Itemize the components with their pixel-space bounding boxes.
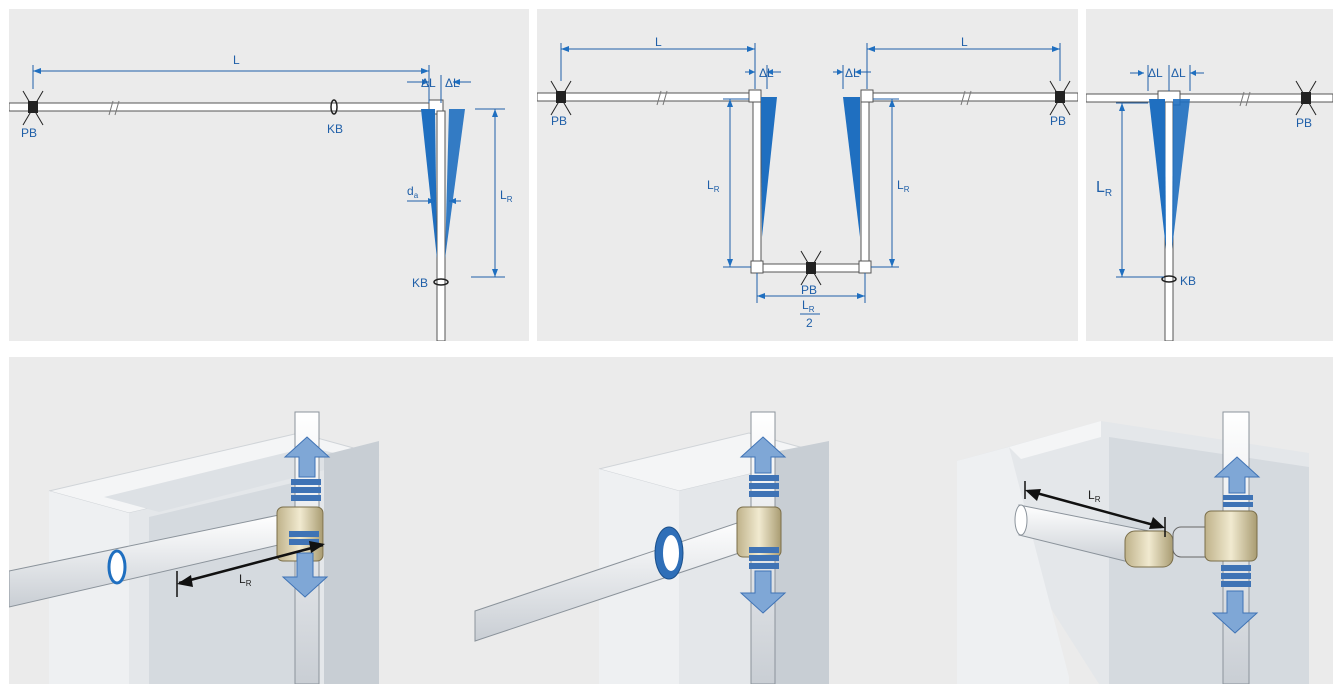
tee-diagram-svg: PB KB ΔL ΔL LR	[1086, 65, 1333, 341]
pb-label-right: PB	[1050, 114, 1066, 128]
fixed-point-pb	[1295, 80, 1317, 116]
expansion-wedge-left	[1149, 99, 1166, 249]
fixed-point-pb-left	[550, 80, 572, 116]
left-horizontal-pipe	[537, 92, 758, 102]
vertical-pipe	[436, 110, 446, 341]
pb-label: PB	[21, 126, 37, 140]
lr-arrow	[1028, 489, 1162, 529]
illustration-panel: LR	[9, 357, 1333, 684]
illustration-wall-penetration: LR	[9, 411, 380, 684]
pb-label-bottom: PB	[801, 283, 817, 297]
movement-arrow-down	[739, 547, 787, 614]
diagram-panel-tee: PB KB ΔL ΔL LR	[1086, 9, 1333, 341]
lr-half-label: LR	[802, 298, 815, 314]
lr-label: LR	[500, 188, 513, 204]
delta-l-left-label: ΔL	[421, 76, 436, 90]
horizontal-pipe	[1086, 93, 1333, 103]
slide-bracket-kb	[330, 99, 338, 115]
diagram-panel-corner: PB KB KB L ΔL ΔL LR da	[9, 9, 529, 341]
right-horizontal-pipe	[864, 92, 1078, 102]
u-bend-diagram-svg: PB PB PB L L ΔL ΔL LR LR LR 2	[537, 35, 1078, 330]
lr-label-right: LR	[897, 178, 910, 194]
pb-label: PB	[1296, 116, 1312, 130]
movement-arrow-up	[283, 436, 331, 501]
l-label-left: L	[655, 35, 662, 49]
lr-label-1: LR	[239, 572, 252, 588]
expansion-wedge-right	[1172, 99, 1190, 249]
kb-label-riser: KB	[412, 276, 428, 290]
expansion-wedge-left	[421, 109, 437, 259]
lr-label-left: LR	[707, 178, 720, 194]
da-label: da	[407, 184, 419, 200]
pb-label-left: PB	[551, 114, 567, 128]
expansion-wedge-right	[843, 97, 860, 237]
delta-l-right-label: ΔL	[845, 66, 860, 80]
elbow-fitting	[1124, 530, 1174, 568]
pipe-break-mark	[108, 100, 120, 116]
movement-arrow-down	[281, 531, 329, 598]
lr-label-3: LR	[1088, 488, 1101, 504]
right-vertical-pipe	[860, 96, 870, 268]
lr-arrow	[178, 543, 324, 585]
l-label: L	[233, 53, 240, 67]
kb-label: KB	[1180, 274, 1196, 288]
delta-l-right-label: ΔL	[445, 76, 460, 90]
left-vertical-pipe	[752, 96, 762, 268]
delta-l-right-label: ΔL	[1171, 66, 1186, 80]
expansion-wedge-right	[445, 109, 465, 259]
delta-l-left-label: ΔL	[1148, 66, 1163, 80]
movement-arrow-down	[1211, 565, 1259, 634]
l-label-right: L	[961, 35, 968, 49]
movement-arrow-up	[1213, 456, 1261, 507]
vertical-pipe	[1164, 101, 1174, 341]
delta-l-left-label: ΔL	[759, 66, 774, 80]
lr-half-denominator: 2	[806, 316, 813, 330]
fixed-point-pb-right	[1049, 80, 1071, 116]
fixed-point-pb	[22, 90, 44, 126]
horizontal-pipe	[9, 102, 440, 112]
slide-bracket-kb-riser	[433, 278, 449, 286]
fixed-point-pb-bottom	[800, 250, 822, 286]
expansion-wedge-left	[761, 97, 777, 237]
lr-label: LR	[1096, 179, 1112, 199]
installation-illustrations-svg: LR	[9, 411, 1309, 684]
kb-label-horizontal: KB	[327, 122, 343, 136]
tee-fitting	[1204, 510, 1258, 562]
diagram-panel-u-bend: PB PB PB L L ΔL ΔL LR LR LR 2	[537, 9, 1078, 341]
corner-diagram-svg: PB KB KB L ΔL ΔL LR da	[9, 53, 513, 341]
movement-arrow-up	[739, 436, 787, 497]
illustration-tee-offset	[474, 411, 830, 684]
illustration-elbow-offset: LR	[957, 411, 1309, 684]
slide-bracket-kb	[1161, 275, 1177, 283]
